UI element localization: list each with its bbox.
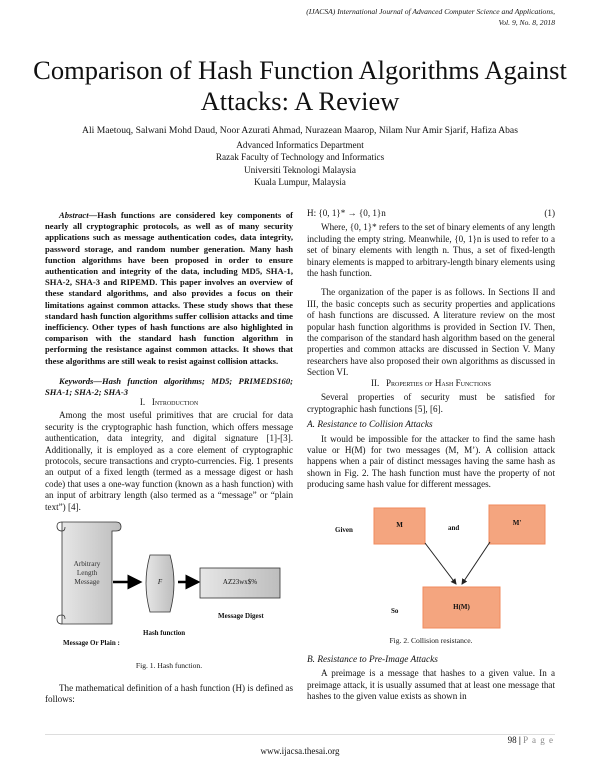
footer-url[interactable]: www.ijacsa.thesai.org — [260, 746, 340, 756]
label-so: So — [391, 607, 399, 615]
section-heading: I. Introduction — [139, 397, 199, 407]
affiliation-line: Universiti Teknologi Malaysia — [244, 164, 356, 175]
section-introduction: I. Introduction Among the most useful pr… — [45, 397, 293, 513]
footer-divider — [45, 734, 555, 735]
label-hash-function: Hash function — [143, 629, 186, 637]
scroll-shape — [56, 521, 122, 625]
affiliation: Advanced Informatics Department Razak Fa… — [30, 139, 570, 189]
label-message-plain: Message Or Plain : — [63, 639, 120, 647]
abstract-text: Hash functions are considered key compon… — [45, 210, 293, 366]
hm-box — [422, 586, 501, 629]
paragraph: The organization of the paper is as foll… — [307, 287, 555, 378]
arrow-mprime-to-hm — [461, 541, 491, 585]
affiliation-line: Razak Faculty of Technology and Informat… — [215, 152, 385, 163]
label-and: and — [448, 524, 460, 532]
title-line-1: Comparison of Hash Function Algorithms A… — [33, 55, 567, 85]
m-label: M — [396, 521, 403, 529]
abstract-label: Abstract— — [59, 210, 98, 220]
equation-1: H: {0, 1}* → {0, 1}n(1) — [307, 208, 555, 218]
authors: Ali Maetouq, Salwani Mohd Daud, Noor Azu… — [82, 125, 518, 136]
subsection-heading: B. Resistance to Pre-Image Attacks — [307, 655, 438, 665]
keywords-text: Hash function algorithms; MD5; PRIMEDS16… — [45, 375, 293, 398]
paper-title: Comparison of Hash Function Algorithms A… — [30, 55, 570, 117]
subsection-heading: A. Resistance to Collision Attacks — [307, 420, 433, 431]
m-prime-label: M' — [512, 519, 522, 527]
m-prime-box — [488, 504, 546, 545]
section-properties: II. Properties of Hash Functions Several… — [307, 378, 555, 491]
figure-1-caption: Fig. 1. Hash function. — [135, 661, 203, 670]
label-message-digest: Message Digest — [218, 612, 264, 620]
hm-label: H(M) — [453, 603, 470, 611]
abstract: Abstract—Hash functions are considered k… — [45, 210, 293, 398]
page-number: 98 | P a g e — [507, 735, 554, 745]
digest-box — [199, 567, 281, 599]
section-heading: II. Properties of Hash Functions — [371, 378, 491, 388]
affiliation-line: Kuala Lumpur, Malaysia — [254, 177, 346, 188]
paragraph: It would be impossible for the attacker … — [307, 433, 555, 490]
figure-2-caption: Fig. 2. Collision resistance. — [389, 636, 473, 645]
arrow-m-to-hm — [424, 542, 457, 585]
title-line-2: Attacks: A Review — [200, 86, 400, 116]
function-shape — [145, 554, 175, 613]
label-given: Given — [335, 526, 353, 534]
keywords-label: Keywords— — [59, 375, 102, 386]
affiliation-line: Advanced Informatics Department — [236, 140, 364, 150]
subsection-preimage: B. Resistance to Pre-Image Attacks A pre… — [307, 655, 555, 703]
journal-volume: Vol. 9, No. 8, 2018 — [498, 18, 555, 27]
intro-paragraph: Among the most useful primitives that ar… — [45, 410, 293, 512]
hash-definition-paragraph: The mathematical definition of a hash fu… — [45, 683, 293, 705]
paragraph: Several properties of security must be s… — [307, 392, 555, 414]
right-column-top: H: {0, 1}* → {0, 1}n(1) Where, {0, 1}* r… — [307, 208, 555, 379]
paragraph: Where, {0, 1}* refers to the set of bina… — [307, 222, 555, 279]
journal-header: (IJACSA) International Journal of Advanc… — [306, 6, 555, 28]
function-label: F — [157, 578, 163, 586]
digest-value: AZ23wx$% — [222, 578, 258, 586]
journal-name: (IJACSA) International Journal of Advanc… — [306, 7, 555, 16]
paragraph: A preimage is a message that hashes to a… — [307, 668, 555, 702]
m-box — [373, 507, 426, 545]
